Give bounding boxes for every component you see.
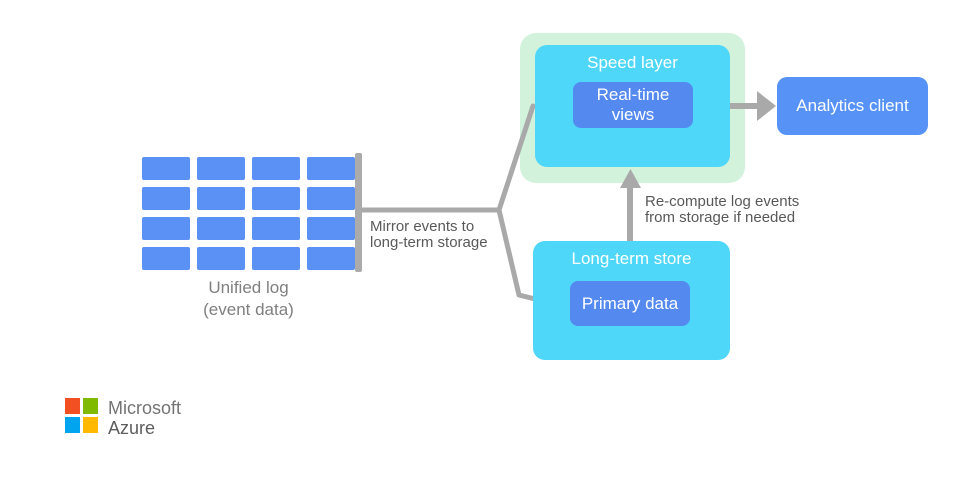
arrowhead-right-icon — [757, 91, 776, 121]
brand-text: Microsoft Azure — [108, 398, 181, 438]
log-cell — [142, 187, 190, 210]
microsoft-azure-brand: Microsoft Azure — [65, 398, 181, 438]
log-cell — [197, 247, 245, 270]
recompute-note: Re-compute log events from storage if ne… — [645, 194, 799, 226]
log-cell — [252, 187, 300, 210]
ms-logo-green-square — [83, 398, 98, 414]
log-cell — [252, 157, 300, 180]
log-edge-bar — [355, 153, 362, 272]
brand-name: Microsoft — [108, 398, 182, 418]
long-term-store-title: Long-term store — [571, 249, 692, 268]
unified-log-caption: Unified log (event data) — [142, 277, 355, 321]
log-cell — [197, 217, 245, 240]
log-cell — [142, 247, 190, 270]
log-cell — [252, 247, 300, 270]
log-cell — [197, 187, 245, 210]
log-cell — [307, 217, 355, 240]
log-cell — [197, 157, 245, 180]
unified-log-caption-line2: (event data) — [203, 300, 294, 319]
ms-logo-blue-square — [65, 417, 80, 433]
speed-layer-box: Speed layer Real-time views — [535, 45, 730, 167]
log-cell — [307, 247, 355, 270]
unified-log-grid — [142, 157, 355, 270]
mirror-events-note-line2: long-term storage — [370, 234, 488, 251]
ms-logo-red-square — [65, 398, 80, 414]
mirror-events-note-line1: Mirror events to — [370, 218, 475, 235]
log-cell — [142, 157, 190, 180]
long-term-store-box: Long-term store Primary data — [533, 241, 730, 360]
speed-layer-title: Speed layer — [587, 53, 678, 72]
brand-product: Azure — [108, 418, 156, 438]
primary-data-box: Primary data — [570, 281, 690, 326]
connector-to-long-term-store — [496, 207, 538, 302]
log-cell — [307, 187, 355, 210]
microsoft-logo-icon — [65, 398, 98, 433]
analytics-client-box: Analytics client — [777, 77, 928, 135]
log-cell — [142, 217, 190, 240]
recompute-note-line2: from storage if needed — [645, 209, 796, 226]
analytics-client-label: Analytics client — [796, 96, 909, 115]
ms-logo-yellow-square — [83, 417, 98, 433]
real-time-views-label: Real-time views — [596, 85, 670, 124]
real-time-views-box: Real-time views — [573, 82, 693, 128]
primary-data-label: Primary data — [581, 293, 679, 313]
recompute-note-line1: Re-compute log events — [645, 193, 800, 210]
log-cell — [252, 217, 300, 240]
log-cell — [307, 157, 355, 180]
unified-log-caption-line1: Unified log — [208, 278, 289, 297]
mirror-events-note: Mirror events to long-term storage — [370, 219, 488, 251]
